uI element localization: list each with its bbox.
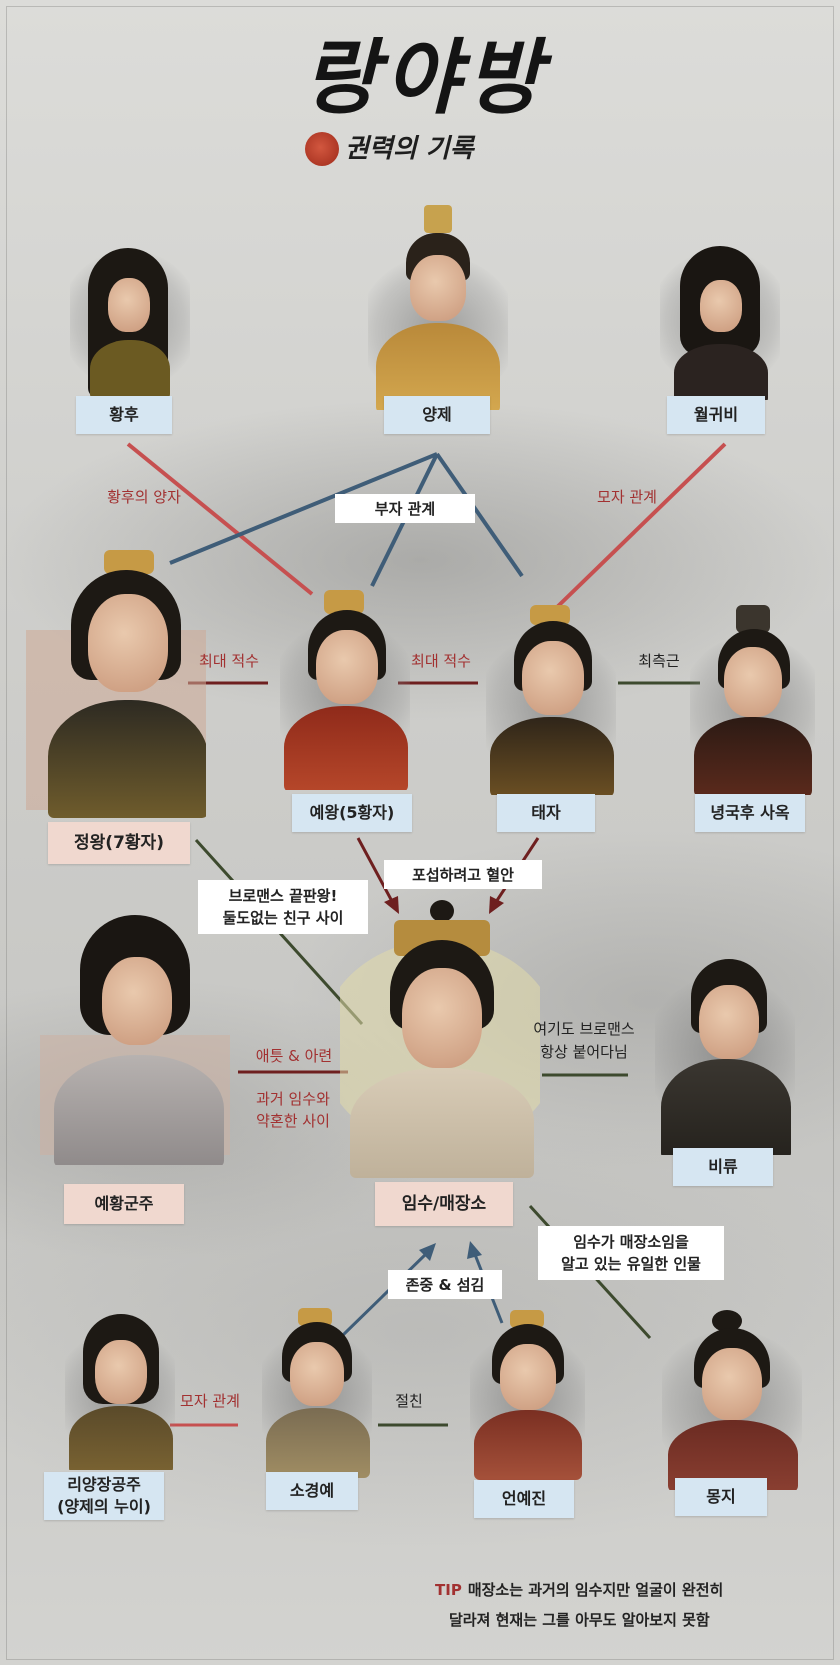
portrait-yewang bbox=[280, 590, 410, 790]
portrait-eonyejin bbox=[470, 1310, 585, 1480]
label-bromance-jeongwang: 브로맨스 끝판왕! 둘도없는 친구 사이 bbox=[198, 880, 368, 934]
name-biryu: 비류 bbox=[673, 1148, 773, 1186]
label-past: 과거 임수와 약혼한 사이 bbox=[238, 1088, 348, 1132]
name-liyang-line2: (양제의 누이) bbox=[57, 1497, 151, 1516]
line-wolgwibi-taeja bbox=[550, 442, 727, 614]
line-jonjung-sogyeongye bbox=[341, 1250, 430, 1337]
title-block: 랑야방 권력의 기록 bbox=[225, 28, 625, 166]
page-subtitle: 권력의 기록 bbox=[345, 134, 474, 164]
tip-note: TIP 매장소는 과거의 임수지만 얼굴이 완전히 달라져 현재는 그를 아무도 … bbox=[435, 1575, 815, 1635]
portrait-imsu bbox=[340, 900, 540, 1178]
label-choecheukgeun: 최측근 bbox=[638, 652, 680, 670]
label-poseop: 포섭하려고 혈안 bbox=[384, 860, 542, 889]
arrow-poseop-yewang bbox=[384, 896, 399, 914]
line-yangje-jeongwang bbox=[169, 452, 438, 565]
name-eonyejin: 언예진 bbox=[474, 1480, 574, 1518]
label-buja: 부자 관계 bbox=[335, 494, 475, 523]
name-yewang: 예왕(5황자) bbox=[292, 794, 412, 832]
arrow-poseop-taeja bbox=[489, 896, 504, 914]
line-yangje-taeja bbox=[435, 452, 524, 578]
arrow-jonjung-sogyeongye bbox=[419, 1243, 436, 1261]
name-yehwang: 예황군주 bbox=[64, 1184, 184, 1224]
label-past-line1: 과거 임수와 bbox=[256, 1090, 330, 1108]
page-title: 랑야방 bbox=[302, 30, 548, 126]
label-onlyone: 임수가 매장소임을 알고 있는 유일한 인물 bbox=[538, 1226, 724, 1280]
name-liyang: 리양장공주 (양제의 누이) bbox=[44, 1472, 164, 1520]
label-bromance-jeongwang-line1: 브로맨스 끝판왕! bbox=[228, 887, 338, 905]
label-onlyone-line1: 임수가 매장소임을 bbox=[573, 1233, 689, 1251]
label-hwanghu-yangja: 황후의 양자 bbox=[107, 488, 181, 506]
name-sogyeongye: 소경예 bbox=[266, 1472, 358, 1510]
name-yangje: 양제 bbox=[384, 396, 490, 434]
name-mongji: 몽지 bbox=[675, 1478, 767, 1516]
label-moja-top: 모자 관계 bbox=[597, 488, 657, 506]
label-jonjung: 존중 & 섬김 bbox=[388, 1270, 502, 1299]
line-hwanghu-yewang bbox=[126, 442, 314, 596]
portrait-saok bbox=[690, 605, 815, 795]
arrow-jonjung-eonyejin bbox=[467, 1241, 482, 1259]
tip-line2: 달라져 현재는 그를 아무도 알아보지 못함 bbox=[449, 1611, 710, 1629]
name-liyang-line1: 리양장공주 bbox=[67, 1475, 141, 1494]
tip-line1: TIP 매장소는 과거의 임수지만 얼굴이 완전히 bbox=[435, 1575, 815, 1605]
name-wolgwibi: 월귀비 bbox=[667, 396, 765, 434]
label-onlyone-line2: 알고 있는 유일한 인물 bbox=[561, 1255, 701, 1273]
portrait-jeongwang bbox=[26, 550, 206, 818]
portrait-yehwang bbox=[40, 915, 230, 1165]
portrait-mongji bbox=[662, 1310, 802, 1490]
name-jeongwang: 정왕(7황자) bbox=[48, 822, 190, 864]
label-choedae-2: 최대 적수 bbox=[411, 652, 471, 670]
label-jeolchin: 절친 bbox=[395, 1392, 423, 1410]
portrait-hwanghu bbox=[70, 240, 190, 400]
label-bromance-biryu-line2: 항상 붙어다님 bbox=[540, 1043, 628, 1061]
name-hwanghu: 황후 bbox=[76, 396, 172, 434]
portrait-biryu bbox=[655, 955, 795, 1155]
label-moja-bottom: 모자 관계 bbox=[180, 1392, 240, 1410]
name-saok: 녕국후 사옥 bbox=[695, 794, 805, 832]
portrait-liyang bbox=[65, 1310, 175, 1470]
name-imsu: 임수/매장소 bbox=[375, 1182, 513, 1226]
label-bromance-biryu: 여기도 브로맨스 항상 붙어다님 bbox=[520, 1018, 648, 1064]
portrait-wolgwibi bbox=[660, 240, 780, 400]
tip-word: TIP bbox=[435, 1581, 462, 1599]
label-aeteut: 애틋 & 아련 bbox=[255, 1047, 333, 1065]
frame-border bbox=[6, 6, 834, 1660]
label-bromance-biryu-line1: 여기도 브로맨스 bbox=[533, 1020, 635, 1038]
label-bromance-jeongwang-line2: 둘도없는 친구 사이 bbox=[222, 909, 344, 927]
line-poseop-yewang bbox=[356, 837, 396, 906]
name-taeja: 태자 bbox=[497, 794, 595, 832]
portrait-taeja bbox=[486, 605, 616, 795]
tip-text-1: 매장소는 과거의 임수지만 얼굴이 완전히 bbox=[467, 1581, 724, 1599]
portrait-yangje bbox=[368, 205, 508, 410]
seal-icon bbox=[305, 132, 339, 166]
label-choedae-1: 최대 적수 bbox=[199, 652, 259, 670]
label-past-line2: 약혼한 사이 bbox=[256, 1112, 330, 1130]
portrait-sogyeongye bbox=[262, 1308, 372, 1478]
